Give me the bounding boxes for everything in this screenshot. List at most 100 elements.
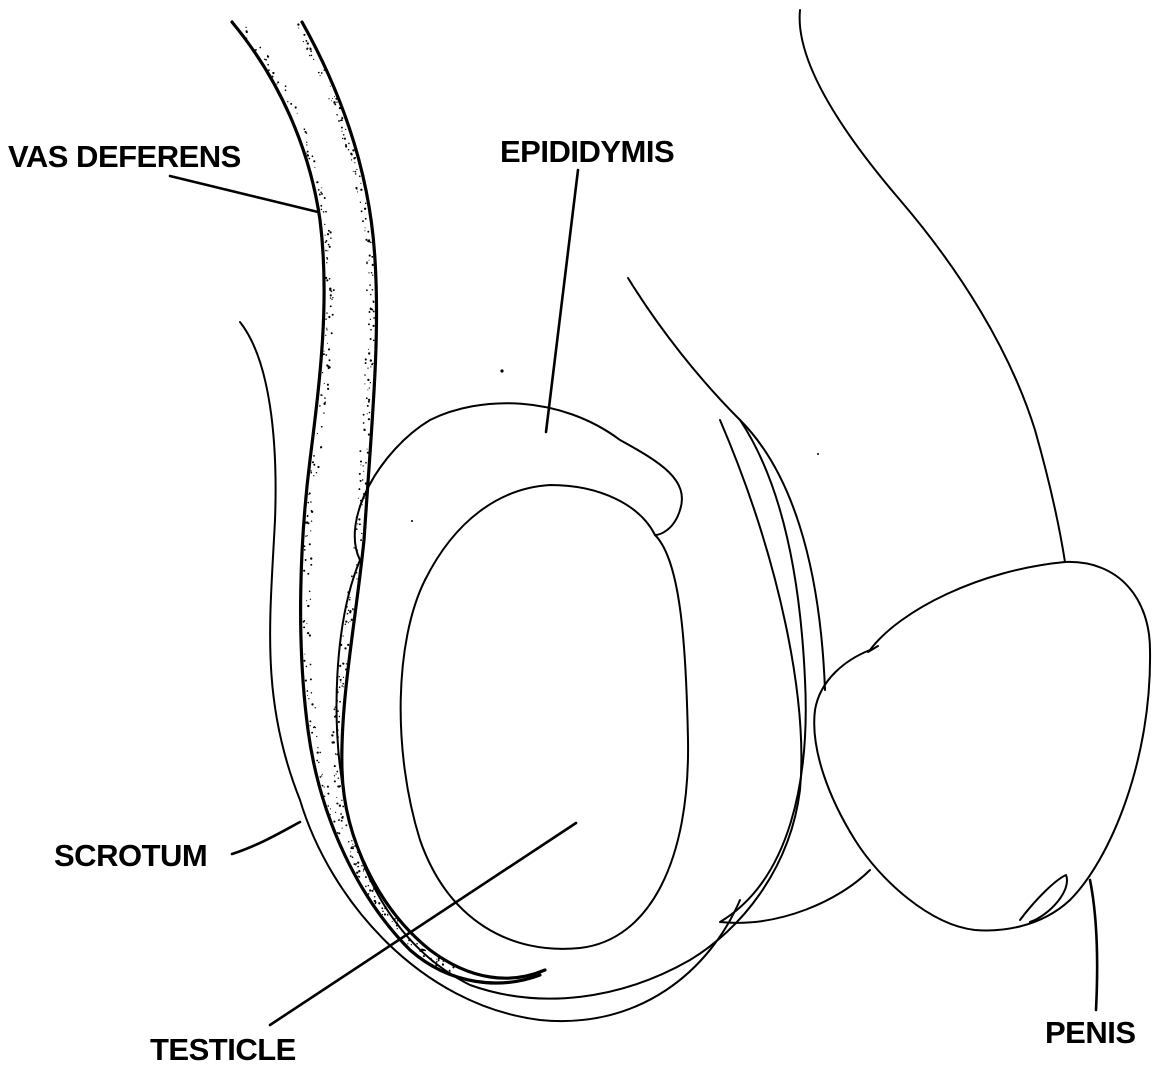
stipple-dot [442,964,444,966]
stipple-dot [339,107,341,109]
leader-scrotum [232,822,300,854]
stipple-dot [397,920,398,921]
stipple-dot [341,117,343,119]
stipple-dot [303,570,305,572]
stipple-dot [423,949,425,951]
stipple-dot [432,960,434,962]
stipple-dot [367,413,368,414]
stipple-dot [359,473,361,475]
stipple-dot [290,103,292,105]
stipple-dot [360,500,362,502]
stipple-dot [367,231,369,233]
stipple-dot [320,446,322,448]
stipple-dot [368,349,369,350]
stipple-dot [311,472,313,474]
stipple-dot [368,418,370,420]
stipple-dot [306,144,307,145]
stipple-dot [349,597,350,598]
stipple-dot [363,870,364,871]
stipple-dot [342,805,344,807]
stipple-dot [348,841,349,842]
stipple-dot [338,777,340,779]
stipple-dot [304,654,305,655]
stipple-dot [340,679,342,681]
stipple-dot [340,813,342,815]
stipple-dot [318,762,319,763]
stipple-dot [323,70,324,71]
stipple-dot [411,944,412,945]
stipple-dot [364,230,365,231]
stipple-dot [321,209,323,211]
stipple-dot [351,159,352,160]
stipple-dot [324,224,325,225]
stipple-dot [353,171,354,172]
stipple-dot [343,686,344,687]
stipple-dot [309,591,311,593]
stipple-dot [368,399,370,401]
stipple-dot [370,329,372,331]
stipple-dot [348,143,350,145]
stipple-dot [367,379,369,381]
stipple-dot [365,886,367,888]
stipple-dot [338,721,340,723]
stipple-dot [363,868,365,870]
stipple-dot [265,59,267,61]
stipple-dot [369,412,371,414]
stipple-dot [363,493,365,495]
stipple-dot [368,352,370,354]
stipple-dot [338,832,340,834]
stipple-dot [363,422,365,424]
speck [500,369,503,372]
stipple-dot [348,622,349,623]
stipple-dot [370,382,371,383]
stipple-dot [312,461,314,463]
stipple-dot [330,814,331,815]
stipple-dot [311,521,312,522]
stipple-dot [361,210,363,212]
stipple-dot [323,351,324,352]
stipple-dot [339,805,341,807]
stipple-dot [370,308,372,310]
stipple-dot [372,300,374,302]
stipple-dot [313,475,314,476]
stipple-dot [318,189,320,191]
stipple-dot [343,677,344,678]
stipple-dot [378,902,380,904]
stipple-dot [384,908,386,910]
stipple-dot [326,262,327,263]
stipple-dot [364,374,366,376]
stipple-dot [358,498,359,499]
stipple-dot [353,157,355,159]
leader-penis [1090,880,1097,1010]
stipple-dot [369,880,371,882]
stipple-dot [443,961,444,962]
stipple-dot [342,635,343,636]
stipple-dot [246,30,248,32]
stipple-dot [307,573,309,575]
stipple-dot [335,707,336,708]
stipple-dot [372,289,374,291]
stipple-dot [359,505,361,507]
stipple-dot [328,244,330,246]
stipple-dot [305,680,307,682]
stipple-dot [307,502,309,504]
stipple-dot [306,666,308,668]
stipple-dot [347,644,349,646]
stipple-dot [324,401,326,403]
stipple-dot [316,181,318,183]
stipple-dot [350,847,352,849]
stipple-dot [328,316,330,318]
stipple-dot [267,55,268,56]
stipple-dot [452,966,454,968]
stipple-dot [319,405,321,407]
stipple-dot [370,319,371,320]
stipple-dot [355,863,357,865]
stipple-dot [313,160,315,162]
stipple-dot [303,545,305,547]
stipple-dot [351,840,352,841]
stipple-dot [335,812,336,813]
stipple-dot [360,202,361,203]
stipple-dot [306,153,307,154]
stipple-dot [307,47,309,49]
stipple-dot [305,536,306,537]
